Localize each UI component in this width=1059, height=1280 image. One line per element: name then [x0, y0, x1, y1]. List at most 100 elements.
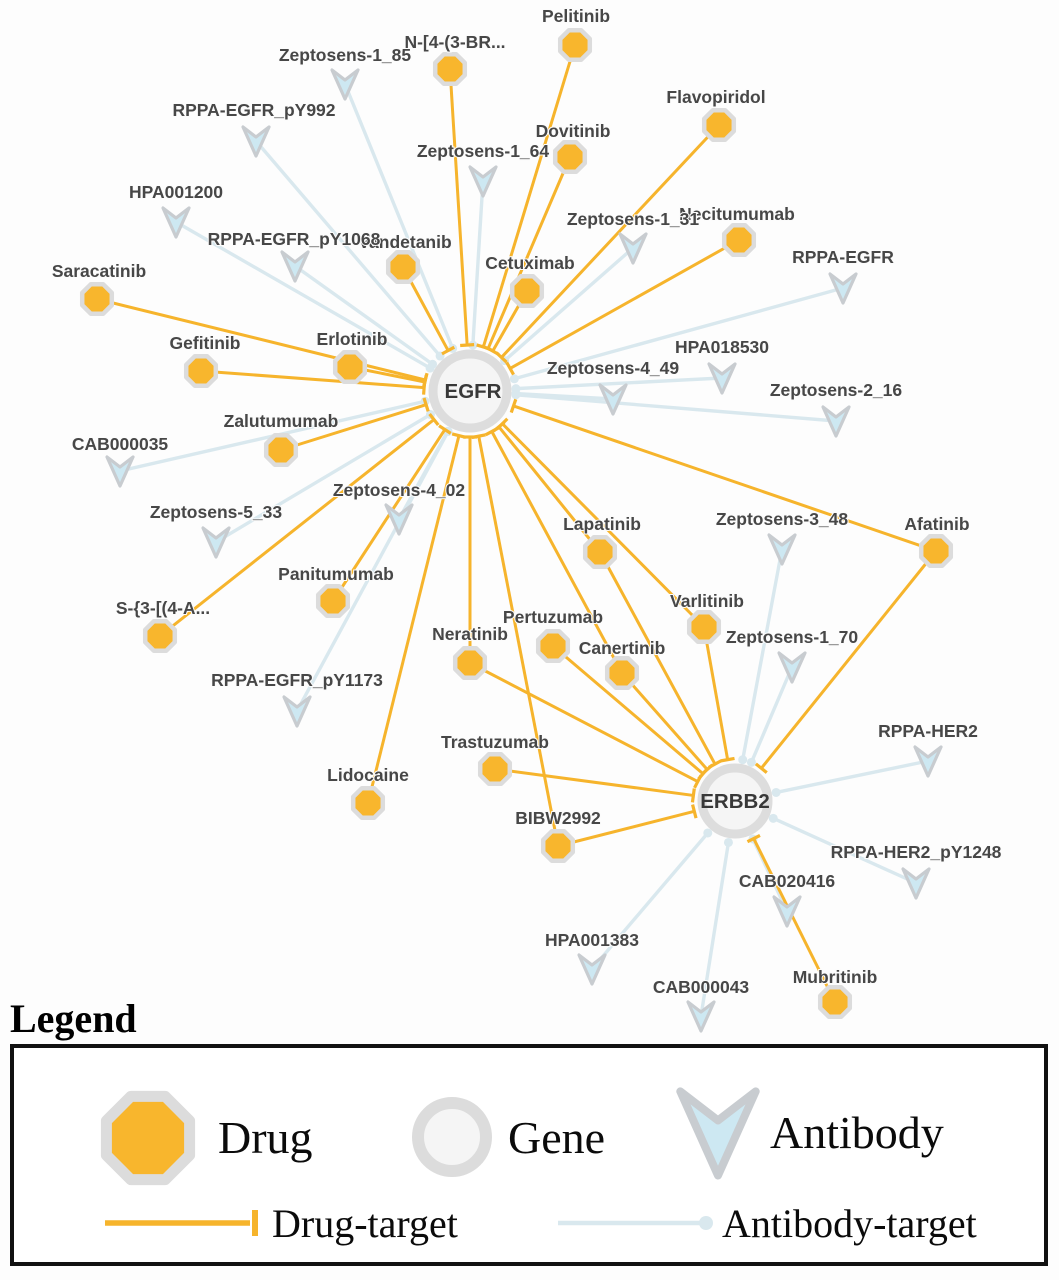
edge-antibody-z1_31-egfr [503, 246, 635, 362]
edge-tee [428, 413, 440, 427]
drug-node-mubritinib [817, 984, 853, 1020]
antibody-node-cab000043 [686, 1000, 716, 1033]
edge-tee [691, 804, 698, 819]
legend: Legend Drug Gene Antibody Drug-target An… [10, 996, 1048, 1266]
legend-antibody-label: Antibody [770, 1107, 944, 1158]
label-z1_31: Zeptosens-1_31 [567, 209, 700, 229]
edge-tee [451, 432, 467, 439]
drug-node-lidocaine [350, 785, 386, 821]
label-hpa018530: HPA018530 [675, 337, 769, 357]
label-lapatinib: Lapatinib [563, 514, 641, 534]
drug-node-zalutumumab [263, 432, 299, 468]
drug-node-trastuzumab [477, 751, 513, 787]
drug-node-flavopiridol [701, 107, 737, 143]
label-cetuximab: Cetuximab [485, 253, 574, 273]
drug-node-canertinib [604, 655, 640, 691]
edge-drug-bibw2992-egfr [477, 435, 560, 847]
nodes-layer [79, 27, 954, 1033]
edge-drug-lapatinib-erbb2 [598, 551, 717, 765]
labels-layer: EGFRERBB2PelitinibN-[4-(3-BR...Flavopiri… [51, 5, 1003, 998]
drug-node-varlitinib [686, 609, 722, 645]
label-z4_49: Zeptosens-4_49 [547, 358, 680, 378]
label-hpa001383: HPA001383 [545, 930, 639, 950]
antibody-node-z1_31 [618, 232, 648, 265]
label-z4_02: Zeptosens-4_02 [333, 480, 466, 500]
antibody-node-hpa001383 [577, 953, 607, 986]
legend-drug-symbol-octagon [100, 1090, 196, 1186]
edge-drug-necitumumab-egfr [509, 238, 740, 370]
label-mubritinib: Mubritinib [793, 967, 878, 987]
edge-drug-saracatinib-egfr [96, 297, 426, 382]
legend-antibody-symbol-chevron [676, 1087, 760, 1180]
drug-node-cetuximab [509, 273, 545, 309]
label-cab020416: CAB020416 [739, 871, 836, 891]
edge-dot [771, 787, 781, 797]
edge-dot [703, 828, 713, 838]
label-zalutumumab: Zalutumumab [224, 411, 339, 431]
edge-tee [700, 763, 714, 776]
antibody-node-hpa001200 [161, 206, 191, 239]
label-rppa_her2_py1248: RPPA-HER2_pY1248 [831, 842, 1002, 862]
edge-antibody-hpa001200-egfr [175, 220, 431, 370]
antibody-node-z3_48 [767, 533, 797, 566]
label-dovitinib: Dovitinib [536, 121, 611, 141]
edge-antibody-rppa_egfr_py1068-egfr [294, 264, 434, 366]
edge-drug-zalutumumab-egfr [280, 403, 427, 452]
label-z2_16: Zeptosens-2_16 [770, 380, 903, 400]
antibody-node-z4_49 [598, 383, 628, 416]
edge-tee [720, 756, 735, 763]
edge-dot [428, 359, 438, 369]
label-rppa_egfr_py1173: RPPA-EGFR_pY1173 [211, 670, 383, 690]
edge-drug-lapatinib-egfr [497, 425, 602, 553]
antibody-node-z4_02 [384, 503, 414, 536]
antibody-node-rppa_egfr [828, 272, 858, 305]
drug-node-bibw2992 [540, 828, 576, 864]
edge-tee [471, 433, 486, 440]
edge-drug-canertinib-egfr [490, 430, 624, 674]
drug-node-pertuzumab [535, 628, 571, 664]
edge-drug-flavopiridol-egfr [500, 123, 721, 359]
edge-dot [511, 390, 521, 400]
edge-antibody-cab000043-erbb2 [699, 842, 731, 1017]
label-rppa_egfr_py1068: RPPA-EGFR_pY1068 [208, 229, 381, 249]
edge-antibody-rppa_egfr_py992-egfr [254, 139, 442, 358]
label-z3_48: Zeptosens-3_48 [716, 509, 849, 529]
label-rppa_egfr: RPPA-EGFR [792, 247, 894, 267]
edge-drug-afatinib-erbb2 [760, 550, 938, 770]
edge-tee [690, 788, 696, 803]
edge-drug-n4_3br-egfr [448, 68, 469, 346]
drug-node-erlotinib [332, 349, 368, 385]
edge-antibody-z1_85-egfr [343, 83, 455, 350]
edge-tee [509, 398, 518, 414]
edge-dot [509, 374, 519, 384]
antibody-node-z5_33 [201, 526, 231, 559]
label-z1_85: Zeptosens-1_85 [279, 45, 412, 65]
legend-drug-target-label: Drug-target [272, 1201, 458, 1246]
edge-antibody-z3_48-erbb2 [741, 548, 784, 761]
antibody-node-z1_64 [468, 165, 498, 198]
edge-drug-pertuzumab-erbb2 [552, 644, 704, 775]
edge-antibody-rppa_her2-erbb2 [775, 759, 929, 795]
legend-antibody-target-dot [699, 1216, 713, 1230]
label-afatinib: Afatinib [904, 514, 969, 534]
label-n4_3br: N-[4-(3-BR... [404, 32, 505, 52]
antibody-node-cab000035 [105, 455, 135, 488]
edge-antibody-rppa_her2_py1248-erbb2 [772, 816, 917, 885]
label-necitumumab: Necitumumab [679, 204, 795, 224]
label-lidocaine: Lidocaine [327, 765, 409, 785]
edge-tee [485, 346, 500, 356]
antibody-node-rppa_her2 [913, 745, 943, 778]
label-trastuzumab: Trastuzumab [441, 732, 549, 752]
label-rppa_her2: RPPA-HER2 [878, 721, 978, 741]
antibody-node-rppa_her2_py1248 [901, 867, 931, 900]
edge-drug-pelitinib-egfr [481, 44, 577, 348]
drug-node-n4_3br [432, 51, 468, 87]
edge-drug-s3_4a-egfr [159, 418, 435, 638]
label-pertuzumab: Pertuzumab [503, 607, 603, 627]
edge-tee [505, 361, 515, 376]
edge-drug-afatinib-egfr [513, 404, 937, 553]
legend-gene-label: Gene [508, 1112, 605, 1163]
label-bibw2992: BIBW2992 [515, 808, 601, 828]
edge-drug-neratinib-erbb2 [469, 661, 699, 783]
